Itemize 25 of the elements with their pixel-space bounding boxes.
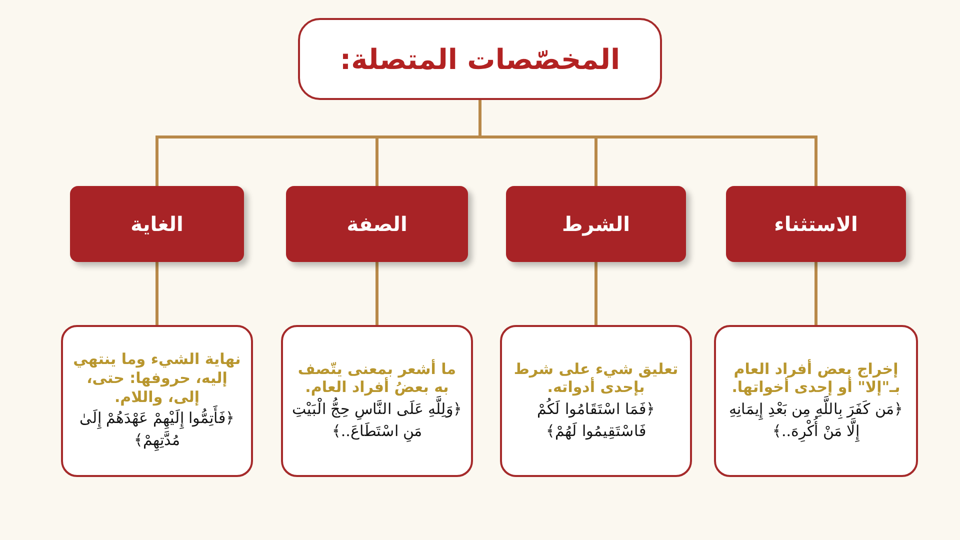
- definition-text: إخراج بعض أفراد العام بـ"إلا" أو إحدى أخواتها.: [730, 360, 902, 396]
- definition-box: [61, 325, 253, 477]
- category-label: الصفة: [346, 212, 408, 236]
- definition-box: [500, 325, 692, 477]
- category-box: [506, 186, 686, 262]
- definition-text: نهاية الشيء وما ينتهي إليه، حروفها: حتى، إلى، واللام.: [72, 350, 242, 406]
- title-box: [298, 18, 662, 100]
- definition-text: تعليق شيء على شرط بإحدى أدواته.: [512, 360, 680, 397]
- category-label: الاستثناء: [774, 212, 858, 236]
- connector-line: [814, 262, 818, 325]
- category-box: [70, 186, 244, 262]
- connector-line: [156, 100, 482, 186]
- quote-text: ﴿فَأَتِمُّوا إِلَيْهِمْ عَهْدَهُمْ إِلَىٰ مُدَّتِهِمْ﴾: [71, 408, 243, 452]
- definition-box: [281, 325, 473, 477]
- connector-line: [376, 262, 378, 325]
- definition-text: ما أشعر بمعنى يتّصف به بعضُ أفراد العام.: [296, 360, 456, 396]
- category-label: الشرط: [562, 212, 630, 236]
- connector-line: [156, 262, 158, 325]
- connector-line: [594, 262, 598, 325]
- category-box: [726, 186, 906, 262]
- category-box: [286, 186, 468, 262]
- title-text: المخصّصات المتصلة:: [340, 42, 620, 76]
- definition-box: [714, 325, 918, 477]
- quote-text: ﴿فَمَا اسْتَقَامُوا لَكُمْ فَاسْتَقِيمُوا لَهُمْ﴾: [510, 399, 682, 442]
- category-label: الغاية: [130, 212, 184, 236]
